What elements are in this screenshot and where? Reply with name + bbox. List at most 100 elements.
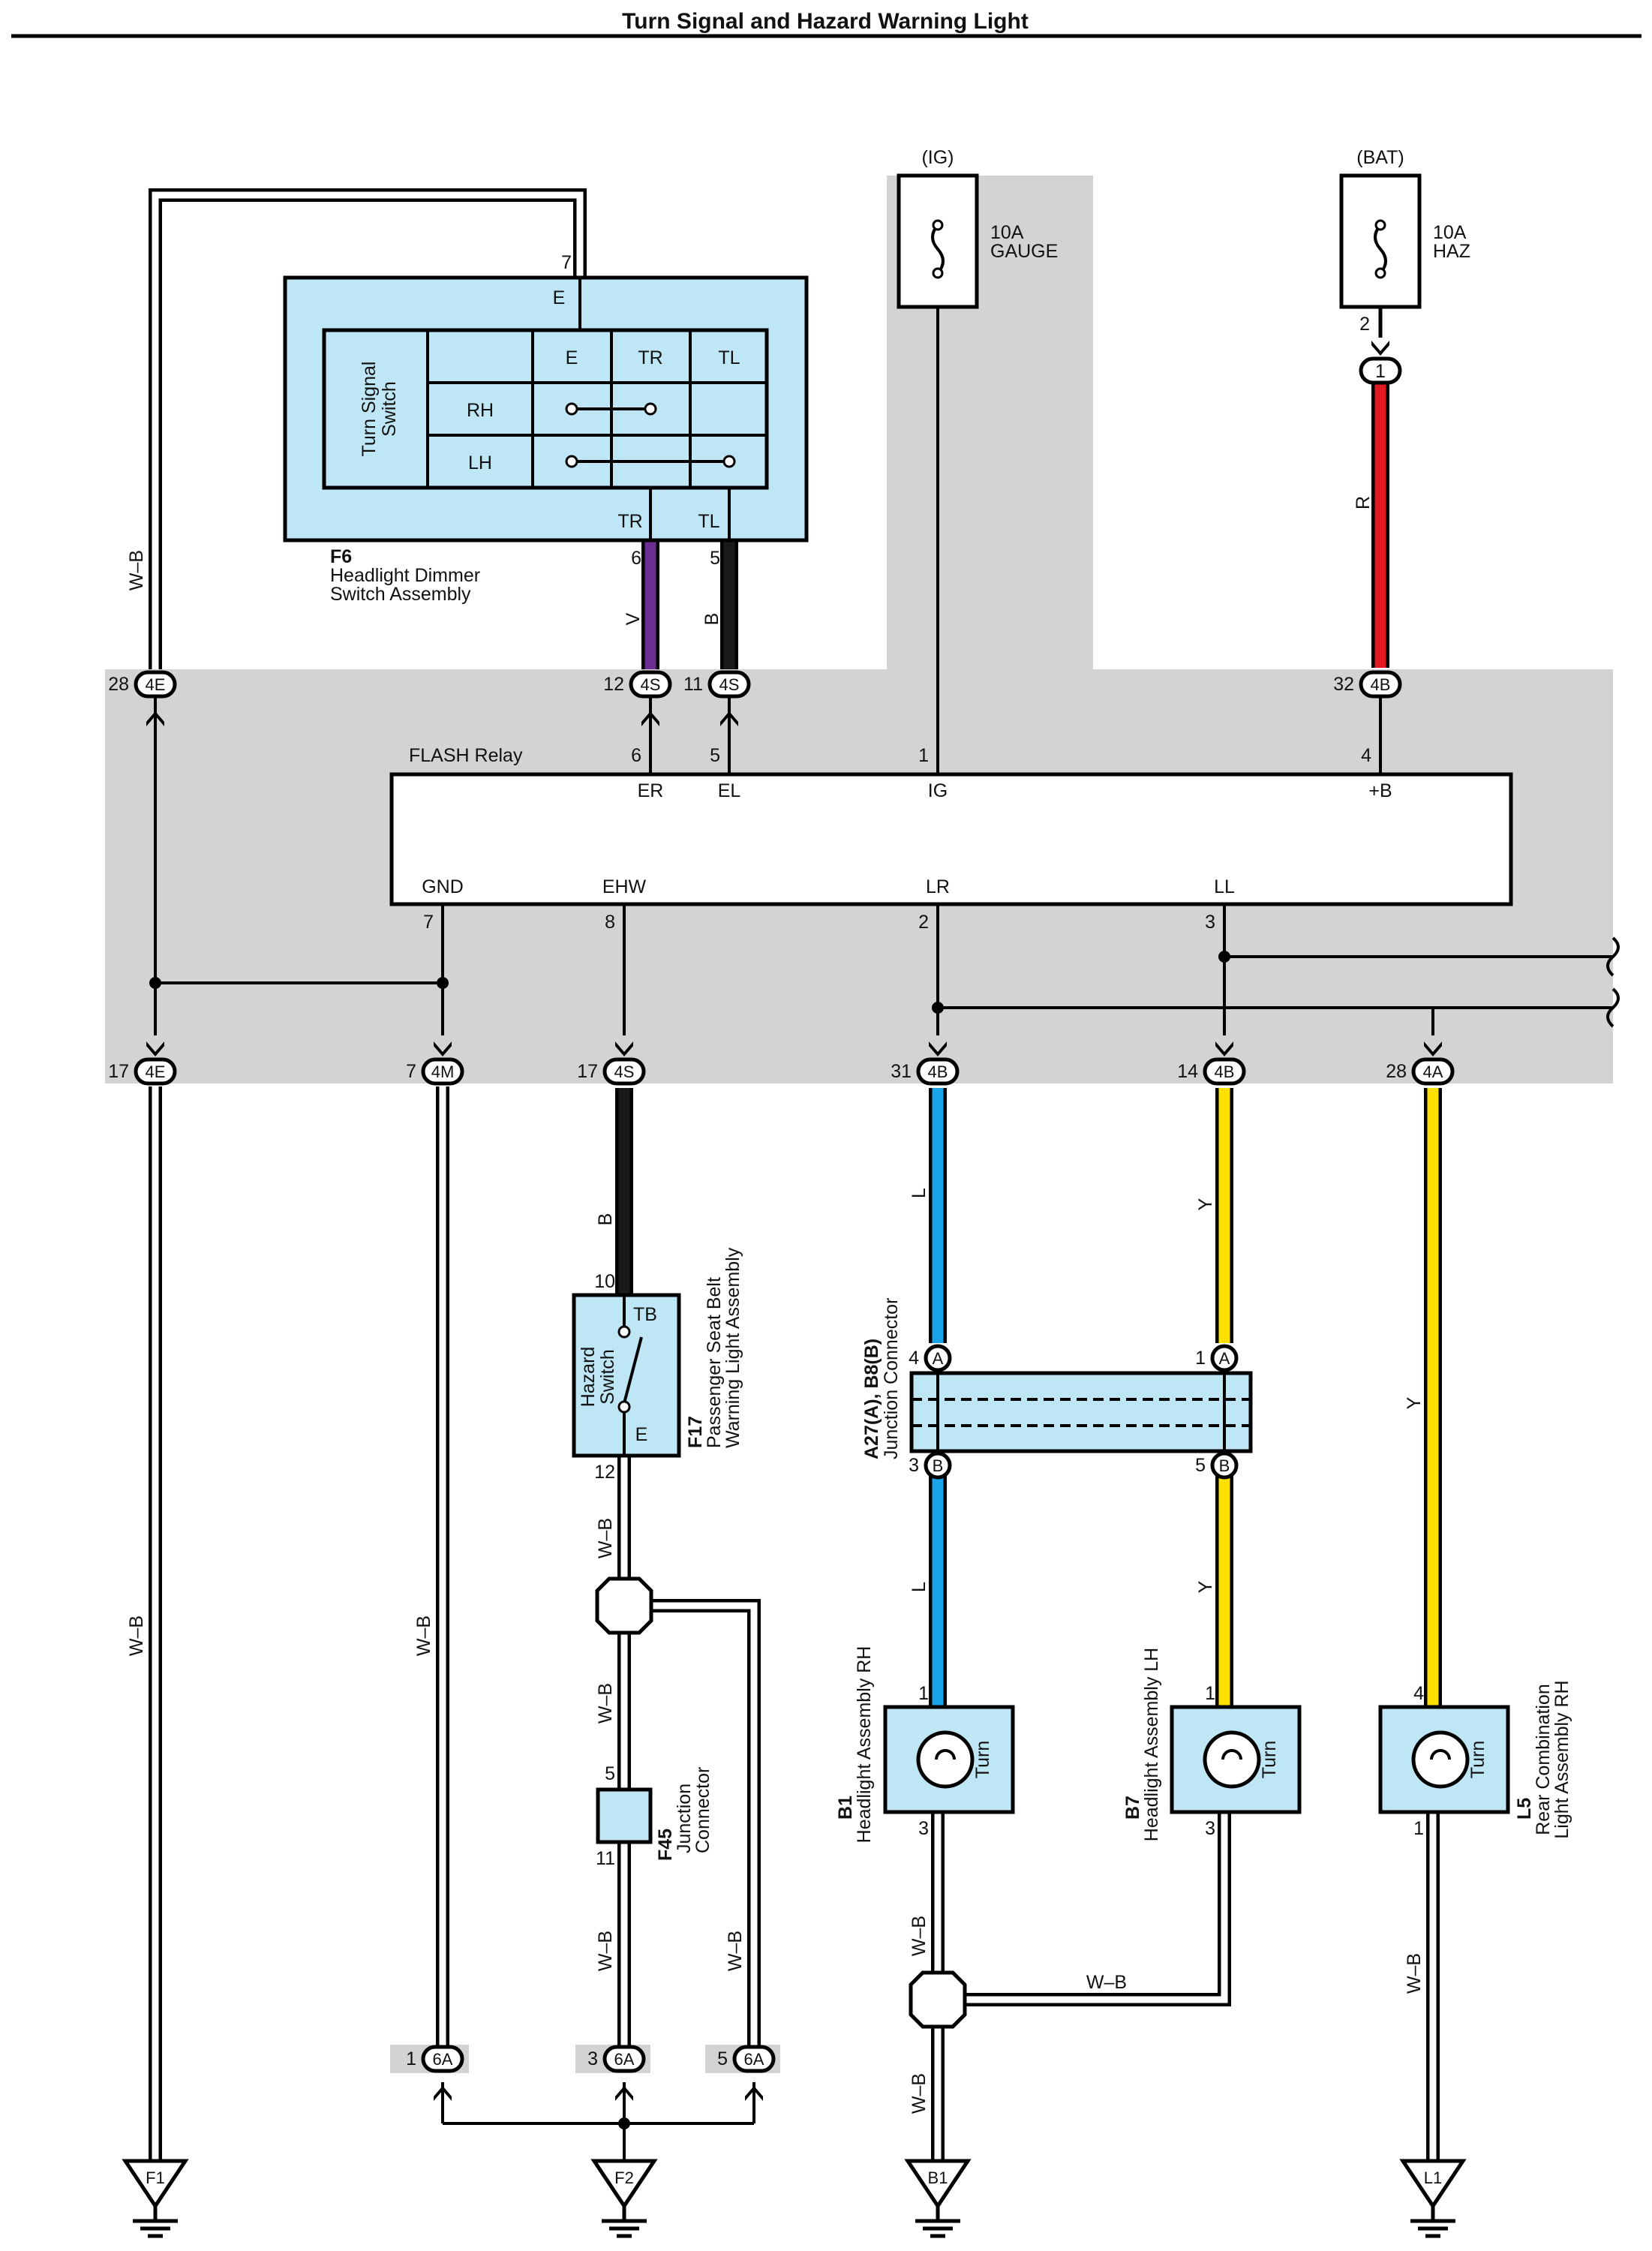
junction-connectors-top: 4E 28 4S 12 4S 11 4B 32 (108, 670, 1402, 726)
svg-text:17: 17 (108, 1061, 129, 1082)
wire-code-y-l5: Y (1404, 1396, 1425, 1409)
wire-code-wb-b7: W–B (1086, 1972, 1127, 1993)
svg-text:6A: 6A (744, 2050, 764, 2069)
svg-text:1: 1 (1195, 1348, 1206, 1369)
svg-text:LR: LR (926, 876, 950, 897)
wire-code-wb-hazard: W–B (595, 1518, 616, 1558)
flash-relay: FLASH Relay 6 ER 5 EL 1 IG 4 +B GND 7 EH… (389, 745, 1513, 933)
ground-f1: F1 (125, 2161, 185, 2236)
svg-text:3: 3 (587, 2048, 598, 2069)
connector-4a-28: 4A 28 (1386, 1041, 1455, 1086)
dimmer-out-tr-pin: 6 (631, 548, 641, 569)
ground-l1: L1 (1403, 2161, 1463, 2236)
wire-code-l-1: L (909, 1188, 930, 1198)
haz-connector-num: 1 (1375, 361, 1386, 382)
svg-text:Hazard: Hazard (578, 1347, 599, 1408)
svg-text:4S: 4S (614, 1062, 635, 1081)
svg-text:+B: +B (1368, 780, 1392, 801)
svg-text:4S: 4S (719, 675, 740, 694)
svg-text:1: 1 (406, 2048, 416, 2069)
connector-4e-17: 4E 17 (108, 1041, 177, 1086)
ground-b1: B1 (908, 2161, 968, 2236)
lamp-l5: 4 Turn 1 L5 Rear Combination Light Assem… (1380, 1680, 1572, 1839)
svg-text:A: A (933, 1349, 944, 1368)
svg-text:B1: B1 (835, 1796, 856, 1820)
svg-text:28: 28 (108, 674, 129, 695)
svg-text:Light Assembly RH: Light Assembly RH (1551, 1680, 1572, 1838)
svg-text:5: 5 (1195, 1455, 1206, 1476)
table-row-lh: LH (468, 452, 492, 473)
table-header-tl: TL (718, 347, 740, 368)
dimmer-pin-7: 7 (561, 252, 572, 273)
fuse-haz-pin: 2 (1359, 314, 1370, 335)
svg-text:4M: 4M (431, 1062, 455, 1081)
wire-code-l-2: L (909, 1582, 930, 1592)
flash-relay-name: FLASH Relay (409, 745, 523, 766)
svg-text:5: 5 (605, 1763, 615, 1784)
connector-4s-17: 4S 17 (577, 1041, 646, 1086)
junction-connector-f45: 5 11 F45 Junction Connector (596, 1763, 713, 1869)
wire-code-wb-b1-top: W–B (909, 1916, 930, 1956)
fuse-gauge-rating: 10A (990, 222, 1024, 243)
connector-4s-12: 4S 12 (603, 670, 672, 726)
connector-6a-1: 6A 1 (406, 2045, 464, 2101)
svg-text:Headlight Assembly LH: Headlight Assembly LH (1141, 1648, 1162, 1841)
fuse-haz-name: HAZ (1433, 241, 1470, 262)
svg-text:GND: GND (422, 876, 464, 897)
svg-text:31: 31 (891, 1061, 912, 1082)
ig-label: (IG) (921, 147, 954, 168)
svg-text:Headlight Assembly RH: Headlight Assembly RH (854, 1646, 875, 1844)
wire-code-b-hazard: B (595, 1213, 616, 1226)
svg-text:B1: B1 (928, 2168, 948, 2187)
svg-text:11: 11 (596, 1848, 615, 1869)
svg-text:4: 4 (1413, 1683, 1424, 1704)
svg-text:Turn: Turn (1467, 1741, 1488, 1778)
wire-code-r: R (1353, 496, 1374, 509)
svg-text:TB: TB (633, 1304, 657, 1325)
svg-text:6A: 6A (614, 2050, 635, 2069)
svg-text:F17: F17 (685, 1416, 706, 1448)
svg-text:LL: LL (1214, 876, 1235, 897)
svg-text:B: B (1219, 1456, 1230, 1475)
wire-code-wb-6a5: W–B (725, 1931, 746, 1971)
bat-label: (BAT) (1356, 147, 1404, 168)
connector-4s-11: 4S 11 (683, 670, 751, 726)
connector-6a-5: 6A 5 (717, 2045, 776, 2101)
svg-text:6A: 6A (433, 2050, 453, 2069)
svg-text:32: 32 (1333, 674, 1354, 695)
splice-b1 (911, 1973, 965, 2027)
svg-text:12: 12 (603, 674, 624, 695)
wire-code-wb-f1: W–B (126, 1615, 147, 1656)
svg-text:Rear Combination: Rear Combination (1533, 1684, 1554, 1835)
svg-text:Warning Light Assembly: Warning Light Assembly (722, 1247, 743, 1448)
wire-code-b-top: B (701, 613, 722, 626)
connector-4m-7: 4M 7 (406, 1041, 464, 1086)
wire-code-v: V (623, 612, 644, 625)
turn-signal-switch-label-2: Switch (379, 381, 400, 437)
dimmer-name-2: Switch Assembly (330, 584, 471, 605)
page-title: Turn Signal and Hazard Warning Light (622, 9, 1029, 34)
junction-connector-a27: A 4 A 1 B 3 B 5 A27(A), B8(B) Junction C… (861, 1298, 1253, 1480)
svg-text:3: 3 (1205, 912, 1215, 933)
bottom-connectors: 6A 1 6A 3 6A 5 (406, 2045, 776, 2101)
svg-text:L1: L1 (1424, 2168, 1442, 2187)
table-header-tr: TR (638, 347, 662, 368)
dimmer-out-tr: TR (617, 511, 642, 532)
connector-6a-3: 6A 3 (587, 2045, 646, 2101)
svg-text:Turn: Turn (1259, 1741, 1280, 1778)
svg-text:Junction Connector: Junction Connector (881, 1298, 902, 1459)
splice-hazard (597, 1579, 651, 1633)
power-source-ig: (IG) 10A GAUGE (897, 147, 1058, 309)
connector-4b-31: 4B 31 (891, 1041, 960, 1086)
table-row-rh: RH (467, 400, 494, 421)
junction-connectors-bottom: 4E 17 4M 7 4S 17 4B 31 4B 14 (108, 1041, 1455, 1086)
svg-text:4E: 4E (146, 1062, 166, 1081)
svg-text:F2: F2 (614, 2168, 634, 2187)
table-header-e: E (566, 347, 578, 368)
svg-text:2: 2 (918, 912, 929, 933)
svg-text:14: 14 (1177, 1061, 1198, 1082)
wire-code-wb-l5: W–B (1404, 1953, 1425, 1994)
svg-text:5: 5 (710, 745, 720, 766)
svg-text:ER: ER (638, 780, 664, 801)
svg-text:Switch: Switch (597, 1349, 618, 1405)
